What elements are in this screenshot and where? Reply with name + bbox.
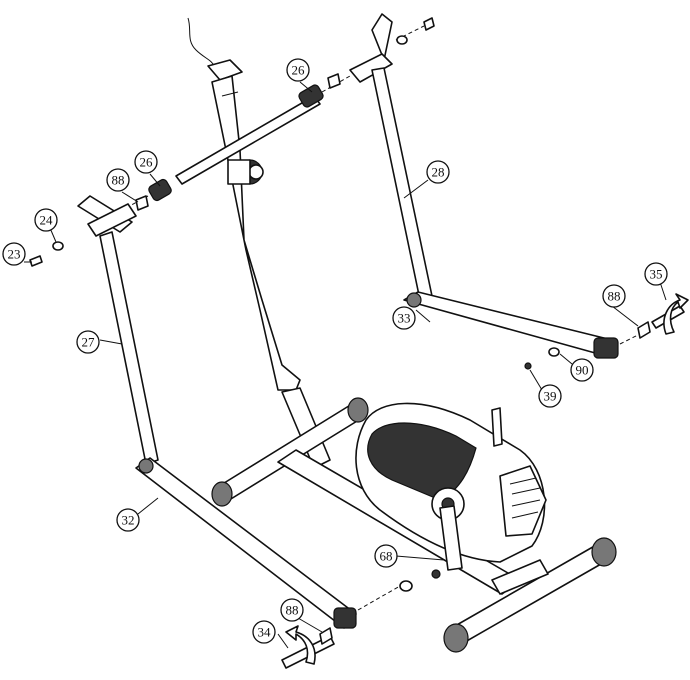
callout-35: 35 <box>644 262 668 286</box>
left-washer-24 <box>52 241 64 251</box>
callout-23-label: 23 <box>8 247 21 262</box>
callout-34: 34 <box>252 620 276 644</box>
callout-90-label: 90 <box>576 363 589 378</box>
left-bolt-23 <box>29 255 43 267</box>
left-arm-guide-line <box>357 585 401 611</box>
callout-88-bottom: 88 <box>280 598 304 622</box>
callout-33-label: 33 <box>398 311 411 326</box>
callout-23: 23 <box>2 242 26 266</box>
left-arm-end-bushing <box>333 607 357 629</box>
callout-24: 24 <box>34 208 58 232</box>
right-pedal-arm <box>403 291 613 357</box>
handle-axle-shaft <box>175 95 321 185</box>
left-washer <box>399 580 413 592</box>
axle-bushing-left <box>148 178 172 202</box>
right-arm-guide-line <box>619 329 649 345</box>
housing-dark-panel <box>367 422 477 501</box>
callout-33: 33 <box>392 306 416 330</box>
callout-88-label: 88 <box>112 173 125 188</box>
end-cap-vents <box>509 477 541 519</box>
callout-88-right: 88 <box>602 284 626 308</box>
callout-26-right: 26 <box>286 58 310 82</box>
right-top-washer <box>396 35 408 45</box>
callout-27-label: 27 <box>82 335 96 350</box>
right-handlebar-hub <box>349 53 393 83</box>
callout-26-label: 26 <box>140 155 154 170</box>
wire-bracket <box>207 59 243 81</box>
right-top-bolt <box>423 17 435 31</box>
front-foot-right <box>347 397 369 423</box>
callout-28: 28 <box>426 160 450 184</box>
rear-foot-right <box>591 537 617 567</box>
crank-arm-68 <box>439 505 463 571</box>
left-spacer-88 <box>135 195 149 211</box>
nut-39 <box>524 362 532 370</box>
callout-34-label: 34 <box>258 625 272 640</box>
callout-88-top-left: 88 <box>106 168 130 192</box>
callout-26-label: 26 <box>292 63 306 78</box>
right-arm-end-bushing <box>593 337 619 359</box>
rotate-arrow-left <box>285 625 316 665</box>
left-handlebar-hub <box>87 203 137 237</box>
callout-32: 32 <box>116 508 140 532</box>
callout-88-label: 88 <box>286 603 299 618</box>
callout-39: 39 <box>538 384 562 408</box>
right-bolt-line <box>395 25 425 41</box>
callout-88-label: 88 <box>608 289 621 304</box>
callout-28-label: 28 <box>432 165 445 180</box>
callout-68-label: 68 <box>380 549 393 564</box>
right-arm-pivot <box>406 292 422 308</box>
right-handlebar-grip <box>371 13 393 61</box>
callout-24-label: 24 <box>40 213 54 228</box>
right-spacer-88 <box>637 321 651 339</box>
leader-lines <box>24 81 667 649</box>
callout-26-left: 26 <box>134 150 158 174</box>
left-nut <box>431 569 441 579</box>
console-wire <box>187 17 215 67</box>
upright-seam <box>221 91 239 97</box>
left-handlebar-tube <box>99 231 159 465</box>
left-spacer-88 <box>319 627 333 645</box>
right-top-spacer <box>327 73 341 89</box>
washer-90 <box>548 347 560 357</box>
callout-68: 68 <box>374 544 398 568</box>
tension-knob-face <box>248 164 264 180</box>
callout-90: 90 <box>570 358 594 382</box>
axle-bushing-right <box>298 84 324 108</box>
callout-39-label: 39 <box>544 389 557 404</box>
callout-27: 27 <box>76 330 100 354</box>
callout-35-label: 35 <box>650 267 663 282</box>
knob-housing <box>227 159 251 185</box>
rear-foot-left <box>443 623 469 653</box>
rotate-arrow-right <box>663 293 689 335</box>
rear-frame-bracket <box>491 559 549 595</box>
crank-arm-upper <box>491 407 503 447</box>
left-arm-pivot <box>138 458 154 474</box>
front-foot-left <box>211 481 233 507</box>
callout-32-label: 32 <box>122 513 135 528</box>
